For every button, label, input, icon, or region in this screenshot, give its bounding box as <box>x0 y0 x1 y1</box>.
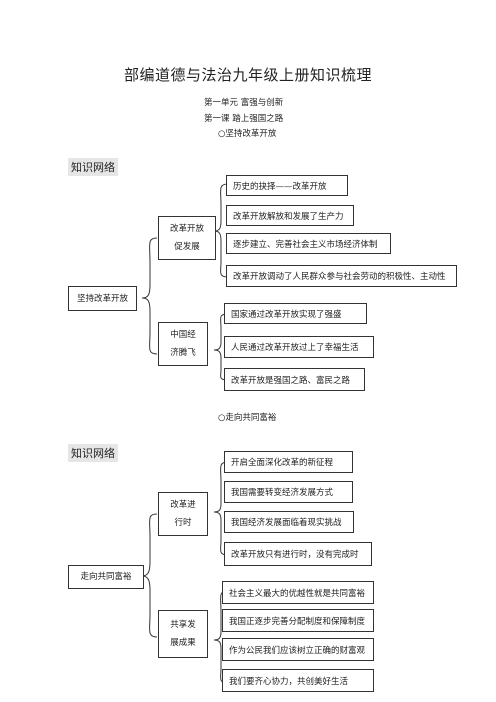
section2-item: 开启全面深化改革的新征程 <box>224 451 353 473</box>
section2-root-label: 走向共同富裕 <box>80 572 132 582</box>
section2-item: 改革开放只有进行时，没有完成时 <box>224 542 372 566</box>
section1-root: 坚持改革开放 <box>68 286 137 311</box>
branch-label: 中国经 <box>170 330 196 340</box>
section2-heading: ○走向共同富裕 <box>218 413 277 423</box>
branch-label: 共享发 <box>170 620 196 630</box>
section2-root: 走向共同富裕 <box>68 565 144 589</box>
section1-item: 人民通过改革开放过上了幸福生活 <box>224 336 374 358</box>
unit-heading: 第一单元 富强与创新 <box>204 98 284 108</box>
section1-item: 改革开放解放和发展了生产力 <box>226 205 354 226</box>
section1-branch-2: 中国经 济腾飞 <box>158 322 208 366</box>
branch-label: 改革开放 <box>169 224 204 234</box>
section1-item: 改革开放是强国之路、富民之路 <box>224 368 365 391</box>
section1-item: 改革开放调动了人民群众参与社会劳动的积极性、主动性 <box>226 265 457 287</box>
section1-item: 逐步建立、完善社会主义市场经济体制 <box>226 233 391 254</box>
branch-label: 改革进 <box>170 500 196 510</box>
section2-item: 我们要齐心协力，共创美好生活 <box>222 669 374 692</box>
section2-item: 我国经济发展面临着现实挑战 <box>224 511 354 533</box>
section1-tag: 知识网络 <box>68 158 118 176</box>
section1-branch-1: 改革开放 促发展 <box>158 216 216 260</box>
branch-label: 行时 <box>174 518 192 528</box>
lesson-heading: 第一课 踏上强国之路 <box>204 114 284 124</box>
section2-item: 社会主义最大的优越性就是共同富裕 <box>222 581 374 604</box>
section2-item: 作为公民我们应该树立正确的财富观 <box>222 638 374 661</box>
branch-label: 展成果 <box>170 638 196 648</box>
section1-root-label: 坚持改革开放 <box>76 293 128 304</box>
section2-item: 我国需要转变经济发展方式 <box>224 481 353 503</box>
section2-branch-1: 改革进 行时 <box>158 492 208 536</box>
page-title: 部编道德与法治九年级上册知识梳理 <box>123 66 372 84</box>
section2-tag: 知识网络 <box>68 444 118 462</box>
section1-item: 历史的抉择——改革开放 <box>226 175 348 196</box>
section2-item: 我国正逐步完善分配制度和保障制度 <box>222 609 374 632</box>
section2-branch-2: 共享发 展成果 <box>158 610 208 658</box>
section1-item: 国家通过改革开放实现了强盛 <box>224 303 367 324</box>
section1-heading: ○坚持改革开放 <box>218 129 277 139</box>
branch-label: 济腾飞 <box>170 348 196 358</box>
branch-label: 促发展 <box>174 242 200 252</box>
